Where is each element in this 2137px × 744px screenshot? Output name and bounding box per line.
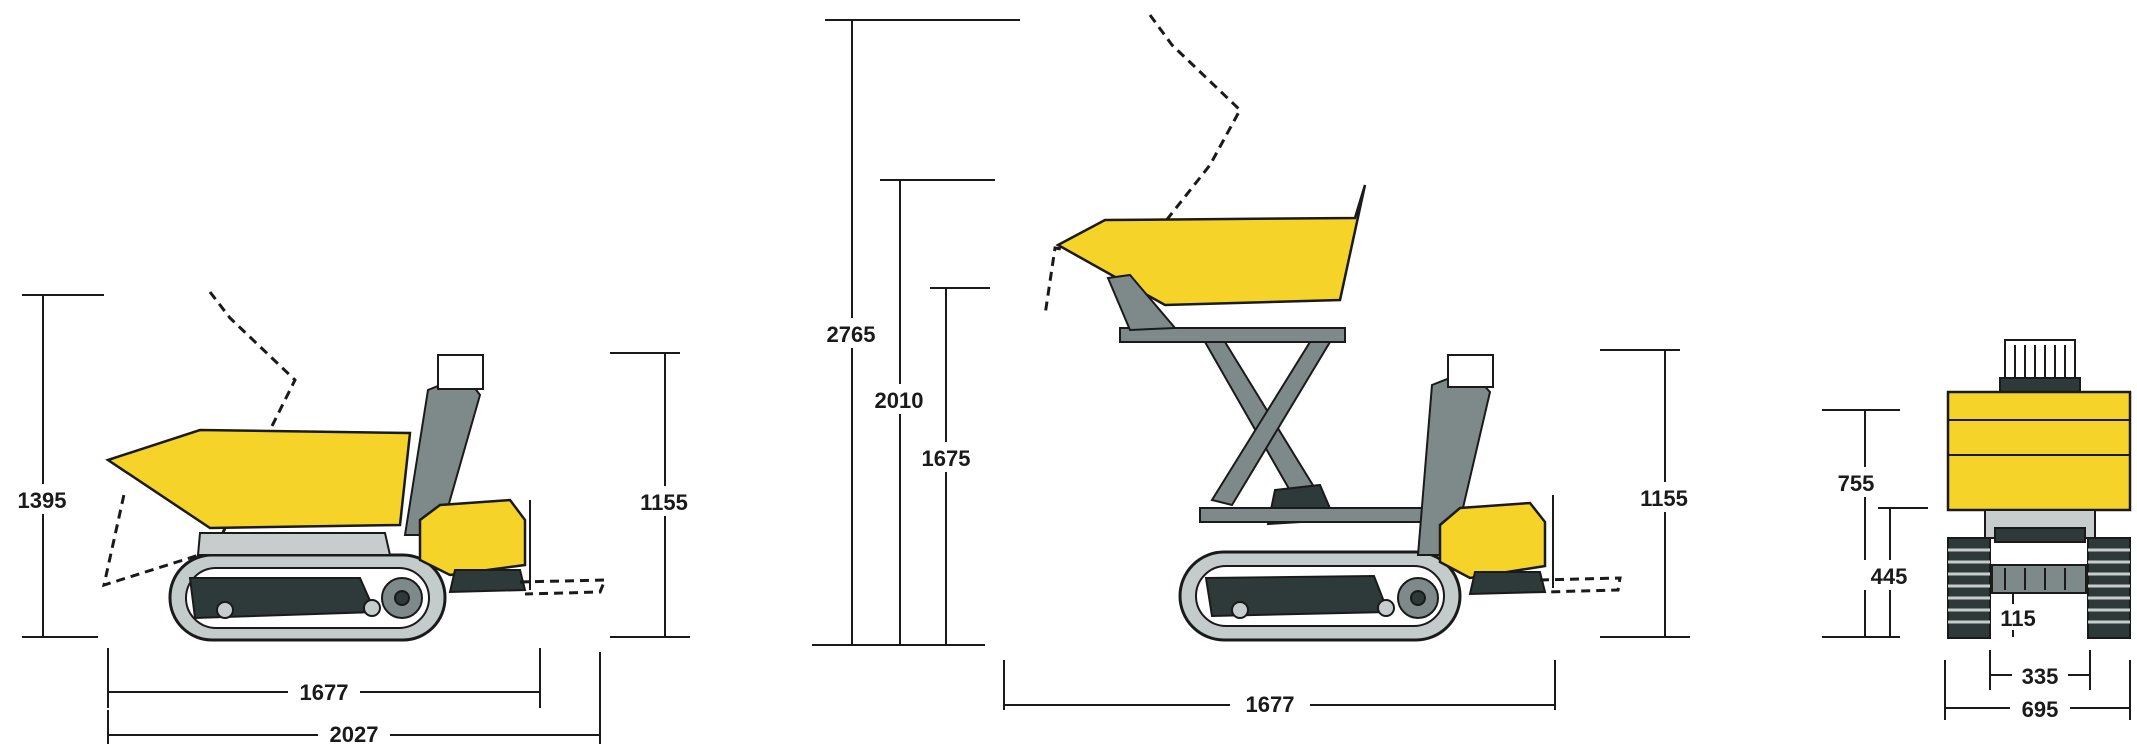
dim-label-115: 115	[2000, 606, 2036, 631]
dim-label-1677-left: 1677	[300, 680, 349, 705]
dim-label-2027: 2027	[330, 722, 379, 744]
dim-skip-height: 755	[1822, 409, 1900, 638]
dim-label-335: 335	[2022, 664, 2059, 689]
footboard-outline	[519, 578, 608, 596]
dim-label-1677-right: 1677	[1246, 692, 1295, 717]
high-tip-skip-bucket	[1055, 184, 1367, 307]
dim-label-445: 445	[1871, 564, 1908, 589]
skip-bucket	[105, 428, 412, 530]
high-tip-engine-base	[1468, 571, 1547, 596]
front-axle	[1991, 564, 2087, 594]
high-tip-operator-handle	[1447, 354, 1494, 388]
skip-hinge	[1106, 273, 1178, 332]
high-tip-side-view: 2765 2010 1675 1155 1677	[812, 14, 1703, 718]
dim-overall-length: 2027	[107, 652, 601, 744]
dim-label-1155-right: 1155	[1640, 486, 1688, 511]
dim-label-755: 755	[1838, 471, 1875, 496]
dim-height-low: 445	[1858, 507, 1928, 637]
crawler-track	[168, 553, 447, 642]
dim-label-2010: 2010	[875, 388, 924, 413]
operator-handle	[437, 354, 484, 390]
dim-ground-clearance: 115	[1990, 590, 2046, 637]
standard-side-view: 1395 1155 1677 2027	[6, 291, 700, 744]
dim-track-length-high-tip: 1677	[1003, 660, 1556, 718]
dim-track-gauge: 335	[1989, 650, 2091, 690]
front-right-track	[2087, 537, 2131, 639]
dim-label-1675: 1675	[922, 446, 971, 471]
dim-track-length-standard: 1677	[107, 648, 541, 708]
dim-height-overall-standard: 1155	[610, 352, 700, 638]
dim-height-max-tip: 2765	[812, 19, 1020, 646]
dim-overall-width: 695	[1944, 660, 2131, 722]
dim-label-695: 695	[2022, 697, 2059, 722]
front-left-track	[1947, 537, 1991, 639]
lift-platform	[1119, 327, 1346, 343]
high-tip-skip-outline	[1043, 14, 1242, 316]
front-view: 755 445 115 335 695	[1822, 339, 2132, 722]
dim-height-tipped: 1395	[6, 294, 104, 638]
high-tip-engine-housing	[1438, 501, 1547, 580]
high-tip-footboard-outline	[1539, 576, 1622, 594]
high-tip-crawler-track	[1178, 550, 1462, 642]
engine-housing	[418, 498, 527, 577]
dim-label-2765: 2765	[827, 322, 876, 347]
front-skip-bucket	[1946, 390, 2132, 512]
scissor-lift	[1199, 341, 1426, 526]
dim-height-raised: 2010	[862, 179, 995, 645]
chassis-frame	[196, 532, 392, 556]
dim-height-overall-high-tip: 1155	[1600, 349, 1703, 638]
dim-label-1155-left: 1155	[640, 490, 688, 515]
dim-height-discharge: 1675	[908, 287, 990, 645]
dim-label-1395: 1395	[18, 488, 67, 513]
engine-base	[448, 569, 527, 594]
